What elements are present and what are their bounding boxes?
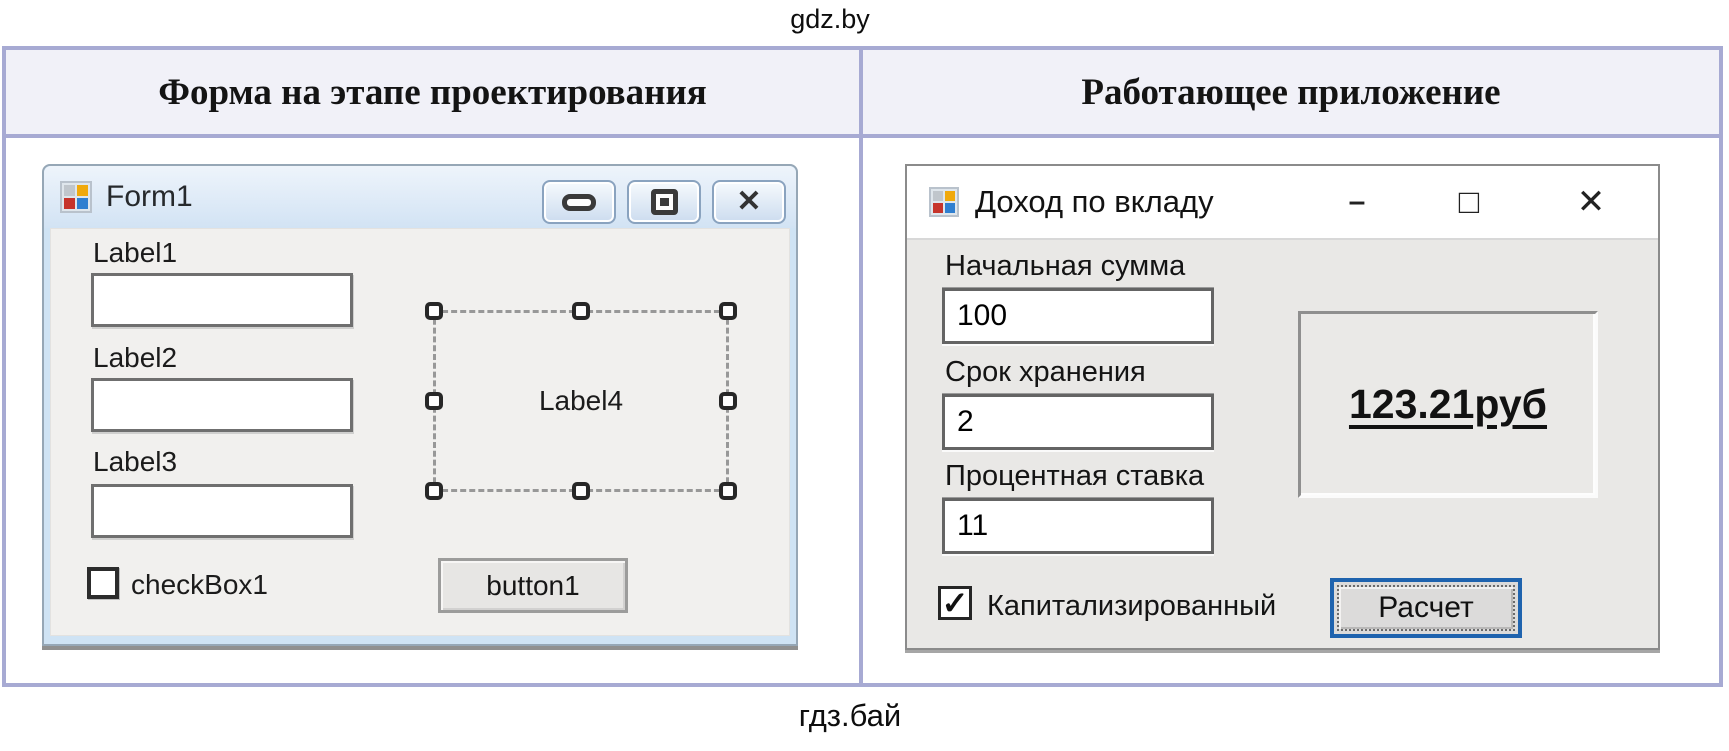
designer-titlebar: Form1 ✕ [44,166,796,228]
selection-handle-bottom-right[interactable] [719,482,737,500]
checkbox1-label: checkBox1 [131,569,268,600]
selection-handle-top-left[interactable] [425,302,443,320]
designer-window-controls: ✕ [542,180,786,224]
header-design-stage: Форма на этапе проектирования [6,50,863,138]
minimize-icon[interactable]: – [1348,185,1366,218]
label4-selection[interactable]: Label4 [425,302,737,500]
running-window: Доход по вкладу – □ ✕ Начальная сумма Ср… [905,164,1660,650]
initial-sum-label: Начальная сумма [945,250,1186,282]
close-icon[interactable]: ✕ [1576,183,1606,221]
watermark-bottom: гдз.бай [798,698,902,733]
capitalized-checkbox[interactable]: ✓ [938,586,972,620]
rate-label: Процентная ставка [945,460,1205,492]
maximize-button[interactable] [627,180,701,224]
selection-handle-top-center[interactable] [572,302,590,320]
selection-handle-top-right[interactable] [719,302,737,320]
calculate-button[interactable]: Расчет [1337,585,1515,631]
calculate-button-focus-frame: Расчет [1330,578,1522,638]
textbox3[interactable] [91,484,353,538]
result-panel: 123.21руб [1298,311,1598,498]
capitalized-checkbox-label: Капитализированный [987,590,1277,622]
result-value: 123.21руб [1348,381,1548,427]
minimize-icon [562,193,596,211]
minimize-button[interactable] [542,180,616,224]
designer-window: Form1 ✕ Label1 [42,164,798,646]
selection-handle-bottom-left[interactable] [425,482,443,500]
running-titlebar: Доход по вкладу – □ ✕ [907,166,1658,240]
comparison-table: Форма на этапе проектирования Работающее… [2,46,1723,687]
rate-input[interactable] [942,498,1214,554]
running-client-area: Начальная сумма Срок хранения Процентная… [907,242,1658,648]
selection-handle-mid-left[interactable] [425,392,443,410]
term-label: Срок хранения [945,356,1146,388]
label1: Label1 [93,237,178,268]
header-running-app: Работающее приложение [863,50,1719,138]
button1[interactable]: button1 [438,558,628,613]
selection-handle-mid-right[interactable] [719,392,737,410]
label2: Label2 [93,342,178,373]
label4[interactable]: Label4 [538,385,624,416]
term-input[interactable] [942,394,1214,450]
close-icon: ✕ [736,185,762,218]
initial-sum-input[interactable] [942,288,1214,344]
textbox1[interactable] [91,273,353,327]
cell-designer: Form1 ✕ Label1 [6,138,863,683]
cell-running: Доход по вкладу – □ ✕ Начальная сумма Ср… [863,138,1719,683]
label3: Label3 [93,446,178,477]
maximize-icon [650,189,678,215]
watermark-top: gdz.by [790,4,870,34]
winforms-app-icon [60,181,92,213]
selection-handle-bottom-center[interactable] [572,482,590,500]
maximize-icon[interactable]: □ [1458,182,1480,221]
checkbox1[interactable] [87,567,119,599]
designer-client-area: Label1 Label2 Label3 Label4 [50,228,790,636]
close-button[interactable]: ✕ [712,180,786,224]
designer-window-title: Form1 [106,180,193,213]
winforms-app-icon [929,187,959,217]
running-window-title: Доход по вкладу [975,184,1214,219]
textbox2[interactable] [91,378,353,432]
